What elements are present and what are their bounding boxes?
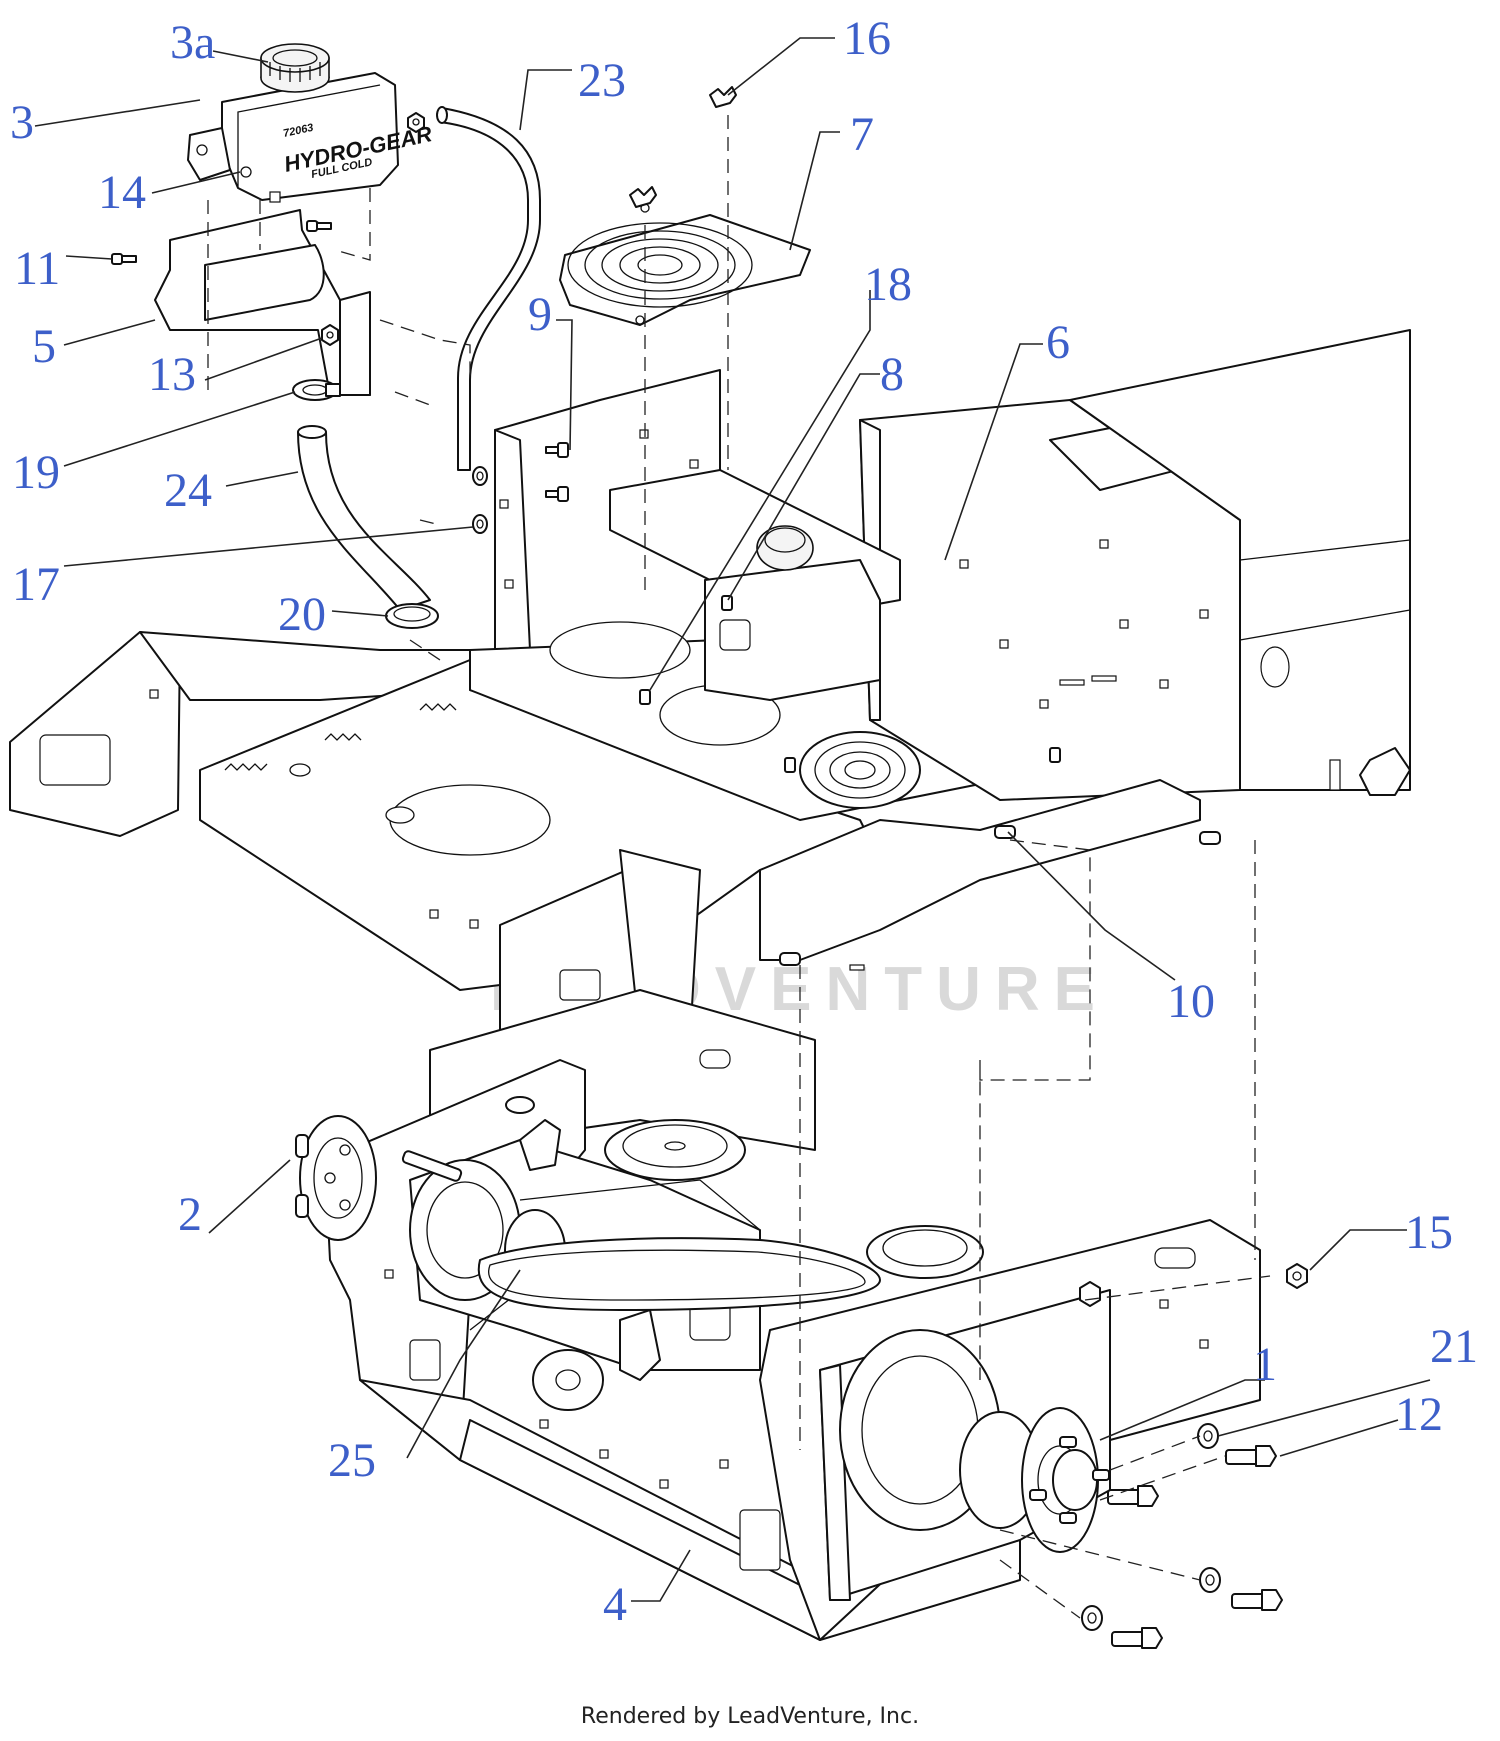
wheel-hub-2 [295,1115,377,1241]
lower-pulley [866,1225,984,1279]
chassis-frame [9,329,1411,1061]
nut-top [407,112,425,133]
washer-21 [1081,1423,1221,1631]
hose-24 [297,425,431,611]
render-credit: Rendered by LeadVenture, Inc. [580,1704,920,1729]
callout-14: 14 [98,166,146,219]
callout-23: 23 [578,54,626,107]
upper-pulley [604,1119,746,1181]
nut-13 [321,324,339,346]
bracket-5 [154,209,371,396]
screw-9 [545,442,569,502]
hose-clamp-19 [292,379,341,401]
transaxle-frame-4 [324,989,1261,1641]
callout-8: 8 [880,348,904,401]
installed-reservoir [704,525,881,701]
drive-belt-25 [477,1237,881,1311]
vent-tube-23 [436,106,541,471]
callout-labels: 3a 3 14 11 5 13 19 24 17 20 23 16 7 9 18… [10,12,1478,1631]
callout-10: 10 [1167,975,1215,1028]
callout-21: 21 [1430,1320,1478,1373]
wing-nut-16 [629,86,737,208]
callout-12: 12 [1395,1388,1443,1441]
callout-17: 17 [12,558,60,611]
screw-11 [111,253,137,265]
callout-11: 11 [14,242,60,295]
wheel-motor-1 [839,1329,1110,1553]
screw-below-tank [306,220,332,232]
callout-3: 3 [10,96,34,149]
callout-6: 6 [1046,316,1070,369]
callout-20: 20 [278,588,326,641]
callout-25: 25 [328,1434,376,1487]
reservoir-cap-3a [260,43,330,93]
washer-17 [472,466,488,534]
callout-9: 9 [528,288,552,341]
callout-15: 15 [1405,1206,1453,1259]
bolts-8-18 [639,595,1061,773]
callout-5: 5 [32,320,56,373]
callout-13: 13 [148,348,196,401]
callout-24: 24 [164,464,212,517]
callout-7: 7 [850,108,874,161]
leader-lines [34,37,1431,1602]
reservoir-3: HYDRO-GEAR 72063 FULL COLD [187,72,434,203]
callout-1: 1 [1253,1338,1277,1391]
callout-3a: 3a [170,16,215,69]
bolt-12 [1107,1445,1283,1649]
assembly-lines [207,115,1271,1619]
callout-16: 16 [843,12,891,65]
fan-grille-7 [559,203,811,326]
callout-4: 4 [603,1578,627,1631]
lower-fan-grille [799,731,921,809]
fitting-20 [385,603,439,629]
callout-18: 18 [864,258,912,311]
callout-19: 19 [12,446,60,499]
callout-2: 2 [178,1188,202,1241]
